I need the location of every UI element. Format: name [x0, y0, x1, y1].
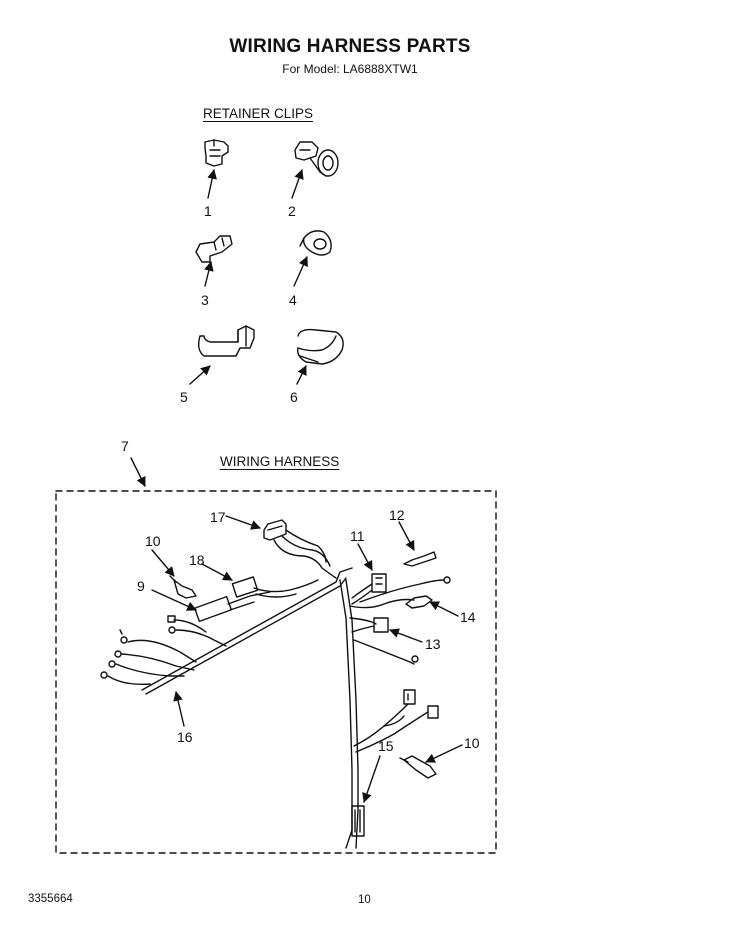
callout-10-left: 10 — [145, 533, 161, 549]
callout-13: 13 — [425, 636, 441, 652]
callout-6: 6 — [290, 389, 298, 405]
retainer-clip-4 — [299, 230, 332, 256]
callout-5: 5 — [180, 389, 188, 405]
callout-1: 1 — [204, 203, 212, 219]
arrow-17 — [225, 515, 261, 530]
wiring-harness-drawing — [100, 519, 451, 849]
arrow-10-left — [151, 549, 175, 577]
arrow-11 — [357, 543, 373, 571]
callout-14: 14 — [460, 609, 476, 625]
arrow-15 — [362, 755, 381, 803]
arrow-13 — [389, 628, 423, 643]
callout-3: 3 — [201, 292, 209, 308]
callout-12: 12 — [389, 507, 405, 523]
arrow-7 — [130, 457, 146, 487]
arrow-16 — [173, 691, 185, 727]
page-title: WIRING HARNESS PARTS — [229, 36, 471, 57]
retainer-clips-heading: RETAINER CLIPS — [203, 106, 314, 121]
arrow-18 — [201, 563, 233, 581]
arrow-4 — [293, 256, 308, 287]
arrow-3 — [204, 261, 214, 287]
page-number: 10 — [358, 894, 371, 906]
callout-15: 15 — [378, 738, 394, 754]
wiring-harness-heading: WIRING HARNESS — [220, 454, 340, 469]
callout-7: 7 — [121, 438, 129, 454]
arrow-9 — [151, 589, 197, 611]
callout-2: 2 — [288, 203, 296, 219]
callout-10-right: 10 — [464, 735, 480, 751]
retainer-clip-5 — [197, 325, 255, 357]
callout-11: 11 — [350, 528, 365, 544]
arrow-6 — [296, 365, 307, 385]
callout-17: 17 — [210, 509, 226, 525]
retainer-clip-1 — [204, 139, 229, 167]
model-subtitle: For Model: LA6888XTW1 — [282, 62, 418, 76]
arrow-2 — [291, 169, 304, 199]
arrow-12 — [398, 521, 415, 551]
retainer-clip-3 — [195, 235, 233, 263]
harness-dashed-frame — [55, 490, 497, 854]
arrow-10-right — [425, 744, 463, 763]
document-number: 3355664 — [28, 893, 73, 905]
callout-4: 4 — [289, 292, 297, 308]
callout-18: 18 — [189, 552, 205, 568]
callout-9: 9 — [137, 578, 145, 594]
arrow-14 — [429, 601, 459, 617]
retainer-clip-6 — [296, 328, 344, 365]
arrow-1 — [207, 169, 217, 199]
arrow-5 — [189, 365, 211, 385]
retainer-clip-2 — [294, 141, 339, 177]
callout-16: 16 — [177, 729, 193, 745]
